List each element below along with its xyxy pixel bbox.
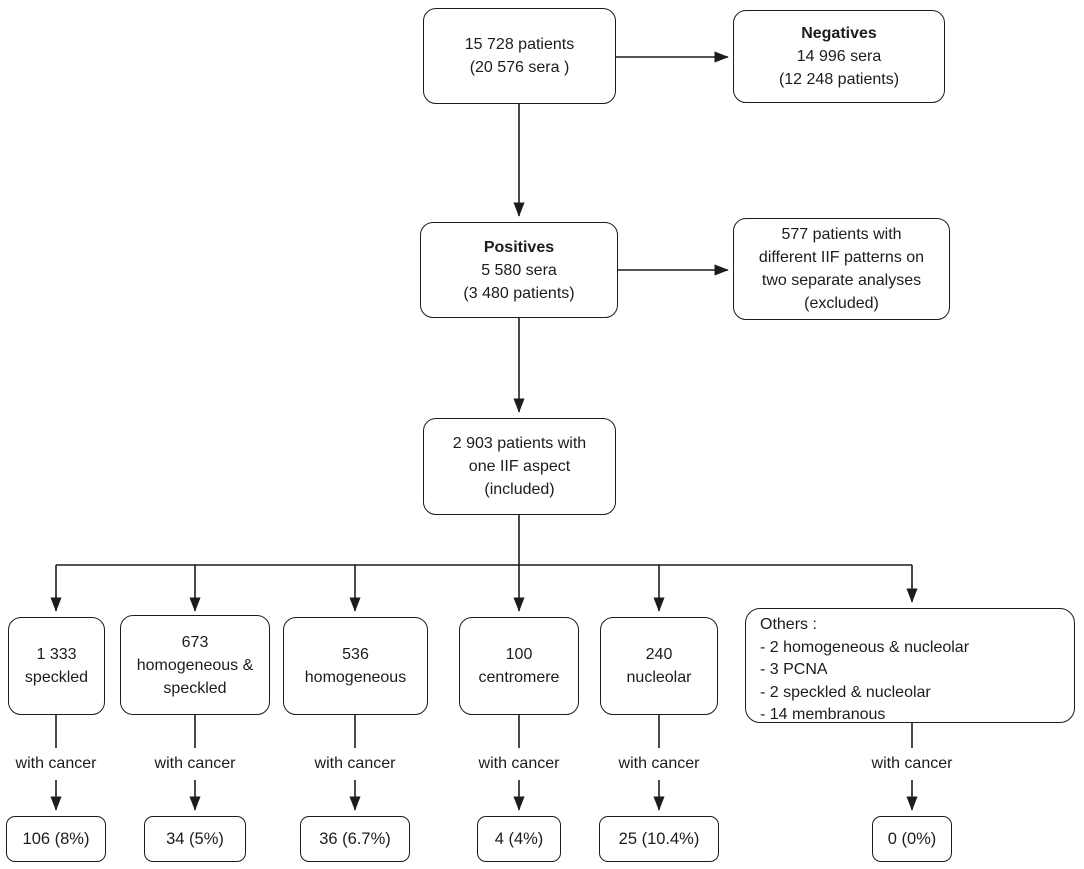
node-others: Others : - 2 homogeneous & nucleolar - 3… xyxy=(745,608,1075,723)
result-nucleolar-value: 25 (10.4%) xyxy=(618,829,700,848)
nucleolar-label: 240 nucleolar xyxy=(626,646,692,686)
with-cancer-label-homogeneous-speckled: with cancer xyxy=(130,752,260,776)
node-homogeneous: 536 homogeneous xyxy=(283,617,428,715)
positives-title: Positives xyxy=(483,238,555,256)
negatives-line2: (12 248 patients) xyxy=(778,71,900,88)
node-nucleolar: 240 nucleolar xyxy=(600,617,718,715)
with-cancer-label-centromere: with cancer xyxy=(454,752,584,776)
positives-line2: (3 480 patients) xyxy=(463,284,575,302)
result-homogeneous-speckled: 34 (5%) xyxy=(144,816,246,862)
node-centromere: 100 centromere xyxy=(459,617,579,715)
homogeneous-speckled-label: 673 homogeneous & speckled xyxy=(136,633,254,697)
total-patients-line1: 15 728 patients xyxy=(464,36,575,53)
node-included-one-iif-aspect: 2 903 patients with one IIF aspect (incl… xyxy=(423,418,616,515)
included-text: 2 903 patients with one IIF aspect (incl… xyxy=(452,435,587,498)
negatives-line1: 14 996 sera xyxy=(796,48,882,65)
speckled-label: 1 333 speckled xyxy=(24,646,89,686)
others-label: Others : - 2 homogeneous & nucleolar - 3… xyxy=(760,616,970,723)
negatives-title: Negatives xyxy=(801,25,877,42)
result-centromere-value: 4 (4%) xyxy=(494,829,544,848)
result-others-value: 0 (0%) xyxy=(887,829,937,848)
with-cancer-label-speckled: with cancer xyxy=(0,752,121,776)
node-total-patients: 15 728 patients (20 576 sera ) xyxy=(423,8,616,104)
node-speckled: 1 333 speckled xyxy=(8,617,105,715)
centromere-label: 100 centromere xyxy=(478,646,560,686)
total-patients-line2: (20 576 sera ) xyxy=(469,59,570,76)
node-excluded-different-patterns: 577 patients with different IIF patterns… xyxy=(733,218,950,320)
with-cancer-label-homogeneous: with cancer xyxy=(290,752,420,776)
result-homogeneous-value: 36 (6.7%) xyxy=(319,829,391,848)
positives-line1: 5 580 sera xyxy=(481,261,557,279)
result-homogeneous: 36 (6.7%) xyxy=(300,816,410,862)
result-nucleolar: 25 (10.4%) xyxy=(599,816,719,862)
node-negatives: Negatives 14 996 sera (12 248 patients) xyxy=(733,10,945,103)
node-homogeneous-speckled: 673 homogeneous & speckled xyxy=(120,615,270,715)
result-speckled-value: 106 (8%) xyxy=(22,829,90,848)
homogeneous-label: 536 homogeneous xyxy=(304,646,407,686)
result-others: 0 (0%) xyxy=(872,816,952,862)
result-speckled: 106 (8%) xyxy=(6,816,106,862)
result-homogeneous-speckled-value: 34 (5%) xyxy=(166,829,224,848)
excluded-text: 577 patients with different IIF patterns… xyxy=(758,226,925,312)
with-cancer-label-others: with cancer xyxy=(847,752,977,776)
node-positives: Positives 5 580 sera (3 480 patients) xyxy=(420,222,618,318)
result-centromere: 4 (4%) xyxy=(477,816,561,862)
with-cancer-label-nucleolar: with cancer xyxy=(594,752,724,776)
